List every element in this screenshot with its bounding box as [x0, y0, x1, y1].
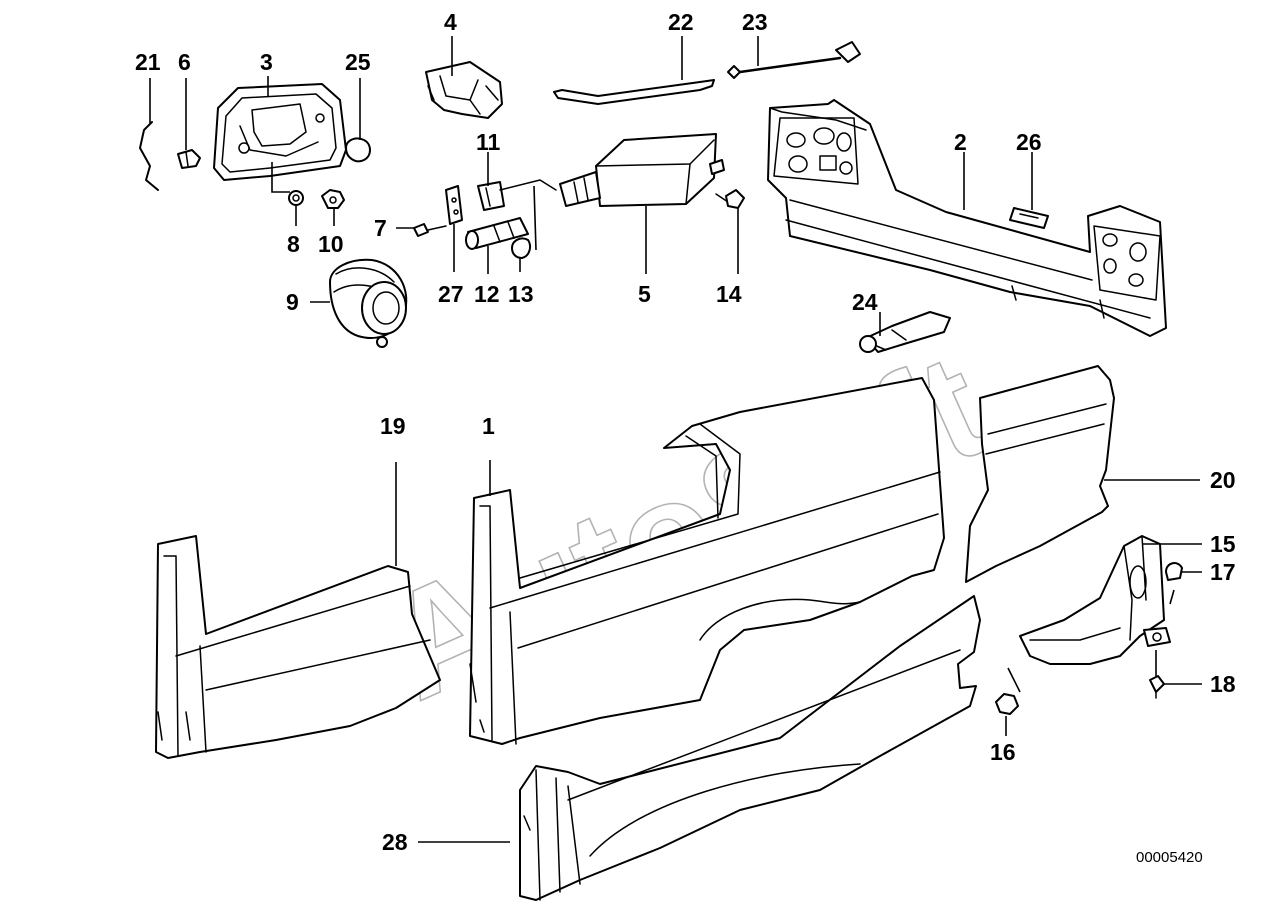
part-19-door-panel[interactable] [155, 535, 441, 759]
part-15-bracket[interactable] [1019, 535, 1171, 665]
part-13-grommet[interactable] [511, 237, 531, 259]
part-7-screw[interactable] [413, 223, 447, 237]
part-4-bracket[interactable] [425, 61, 503, 119]
part-2-rear-panel[interactable] [767, 99, 1167, 337]
part-21-wire-clip[interactable] [139, 121, 159, 191]
part-11-holder[interactable] [477, 181, 505, 211]
callout-25: 25 [345, 49, 371, 75]
callout-28: 28 [382, 829, 408, 855]
part-18-screw[interactable] [1149, 675, 1165, 699]
callout-22: 22 [668, 9, 694, 35]
part-27-lever[interactable] [445, 185, 463, 225]
callout-11: 11 [476, 129, 501, 155]
part-22-rod[interactable] [553, 79, 715, 105]
callout-17: 17 [1210, 559, 1236, 585]
part-17-clip[interactable] [1165, 562, 1183, 581]
callout-16: 16 [990, 739, 1016, 765]
part-8-bolt[interactable] [288, 190, 304, 206]
part-24-hinge[interactable] [859, 311, 951, 353]
part-16-nut[interactable] [995, 693, 1019, 715]
callout-3: 3 [260, 49, 273, 75]
callout-2: 2 [954, 129, 967, 155]
callout-numbers: 21 6 3 25 4 22 23 11 2 26 7 8 10 9 27 12… [135, 9, 1236, 855]
callout-6: 6 [178, 49, 191, 75]
part-3-filler-housing[interactable] [213, 83, 347, 181]
callout-21: 21 [135, 49, 161, 75]
part-20-side-panel[interactable] [965, 365, 1115, 583]
part-12-sleeve[interactable] [465, 217, 529, 250]
callout-8: 8 [287, 231, 300, 257]
leader-lines [149, 36, 1202, 843]
callout-26: 26 [1016, 129, 1042, 155]
callout-14: 14 [716, 281, 742, 307]
callout-18: 18 [1210, 671, 1236, 697]
part-9-rubber-boot[interactable] [329, 258, 408, 348]
callout-20: 20 [1210, 467, 1236, 493]
diagram-number: 00005420 [1136, 849, 1203, 866]
callout-19: 19 [380, 413, 406, 439]
callout-23: 23 [742, 9, 768, 35]
part-1-side-panel[interactable] [469, 377, 945, 745]
callout-24: 24 [852, 289, 878, 315]
part-28-rocker-panel[interactable] [519, 595, 981, 901]
callout-5: 5 [638, 281, 651, 307]
part-14-screw[interactable] [715, 189, 745, 209]
part-10-nut[interactable] [321, 189, 345, 209]
callout-4: 4 [444, 9, 457, 35]
callout-7: 7 [374, 215, 387, 241]
part-6-clip[interactable] [177, 149, 201, 169]
part-23-cable[interactable] [727, 41, 861, 79]
part-5-actuator[interactable] [499, 133, 725, 207]
callout-9: 9 [286, 289, 299, 315]
callout-27: 27 [438, 281, 464, 307]
callout-12: 12 [474, 281, 500, 307]
callout-13: 13 [508, 281, 534, 307]
part-25-rubber-buffer[interactable] [345, 137, 371, 163]
callout-15: 15 [1210, 531, 1236, 557]
callout-10: 10 [318, 231, 344, 257]
part-26-badge[interactable] [1009, 207, 1049, 229]
callout-1: 1 [482, 413, 495, 439]
